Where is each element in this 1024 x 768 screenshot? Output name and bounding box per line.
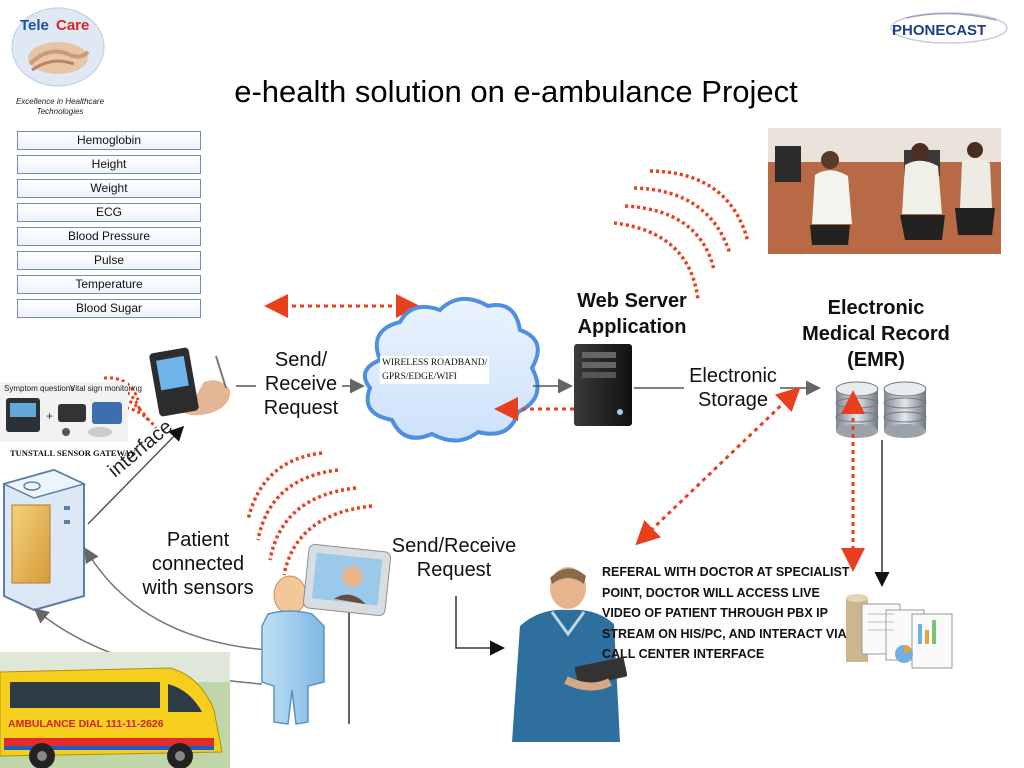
gateway-label: TUNSTALL SENSOR GATEWAY (10, 448, 136, 458)
electronic-storage-label: Electronic Storage (689, 365, 777, 411)
parameter-item: Hemoglobin (17, 131, 201, 150)
sensor-gateway-icon (1, 468, 87, 612)
vital-parameters-list: Hemoglobin Height Weight ECG Blood Press… (17, 131, 201, 323)
call-center-photo (768, 128, 1001, 254)
doctor-figure-icon (512, 567, 628, 742)
patient-to-doctor-arrow (455, 596, 505, 656)
wireless-signal-patient (246, 451, 373, 576)
cloud-label: WIRELESS ROADBAND/ GPRS/EDGE/WIFI (380, 356, 490, 384)
emr-database-icon (835, 381, 927, 438)
wireless-signal-top (613, 169, 750, 301)
web-server-icon (574, 344, 632, 426)
parameter-item: ECG (17, 203, 201, 222)
parameter-item: Blood Sugar (17, 299, 201, 318)
patient-to-gateway-arrow (84, 547, 269, 651)
parameter-item: Height (17, 155, 201, 174)
svg-text:Care: Care (56, 17, 89, 34)
ambulance-photo (0, 652, 230, 768)
svg-text:Tele: Tele (20, 17, 49, 34)
send-receive-label-right: Send/Receive Request (391, 535, 517, 581)
svg-text:+: + (46, 409, 53, 423)
phonecast-logo: PHONECAST (886, 10, 1012, 46)
ambulance-text: AMBULANCE DIAL 111-11-2626 (8, 718, 164, 730)
send-receive-label-left: Send/ Receive Request (263, 349, 339, 419)
parameter-item: Temperature (17, 275, 201, 294)
sensor-devices-photo: + (0, 382, 128, 442)
parameter-item: Blood Pressure (17, 227, 201, 246)
svg-text:PHONECAST: PHONECAST (892, 22, 986, 39)
device-photo-label: Vital sign monitoring (70, 384, 142, 393)
parameter-item: Weight (17, 179, 201, 198)
page-title: e-health solution on e-ambulance Project (234, 74, 798, 109)
telecare-tagline: Excellence in Healthcare Technologies (15, 97, 105, 116)
reports-icon (846, 594, 953, 669)
patient-label: Patient connected with sensors (142, 529, 254, 599)
gateway-to-handheld-arrow (87, 425, 185, 525)
video-tablet-icon (302, 543, 392, 617)
web-server-label: Web Server Application (577, 290, 687, 338)
device-photo-label: Symptom questions (4, 384, 75, 393)
telecare-logo: Tele Care (8, 6, 108, 88)
referral-description: REFERAL WITH DOCTOR AT SPECIALIST POINT,… (602, 565, 850, 661)
handheld-device-icon (149, 347, 231, 417)
emr-label: Electronic Medical Record (EMR) (802, 297, 950, 371)
sync-arrow-storage-doctor (635, 386, 801, 546)
parameter-item: Pulse (17, 251, 201, 270)
